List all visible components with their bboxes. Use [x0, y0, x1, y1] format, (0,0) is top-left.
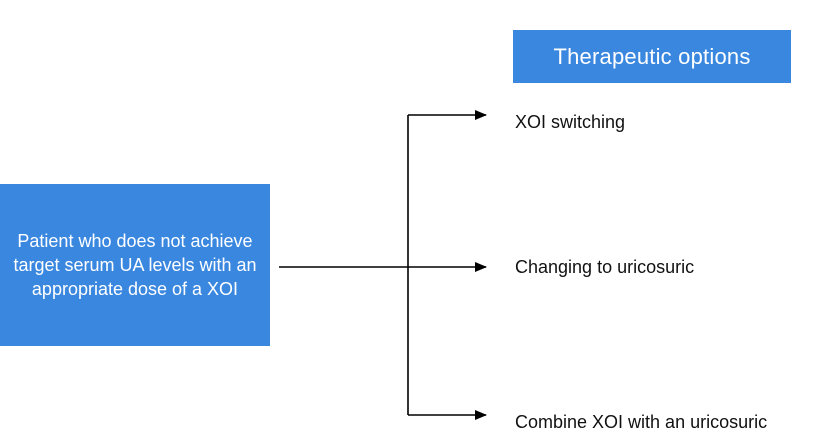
option-xoi-switching: XOI switching [515, 112, 626, 132]
option-combine-xoi-uricosuric: Combine XOI with an uricosuric [515, 412, 768, 432]
patient-condition-text: Patient who does not achieve target seru… [13, 231, 257, 299]
therapeutic-options-header: Therapeutic options [513, 30, 791, 83]
patient-condition-box: Patient who does not achieve target seru… [0, 184, 270, 346]
option-changing-to-uricosuric: Changing to uricosuric [515, 257, 695, 277]
header-title: Therapeutic options [553, 43, 751, 69]
